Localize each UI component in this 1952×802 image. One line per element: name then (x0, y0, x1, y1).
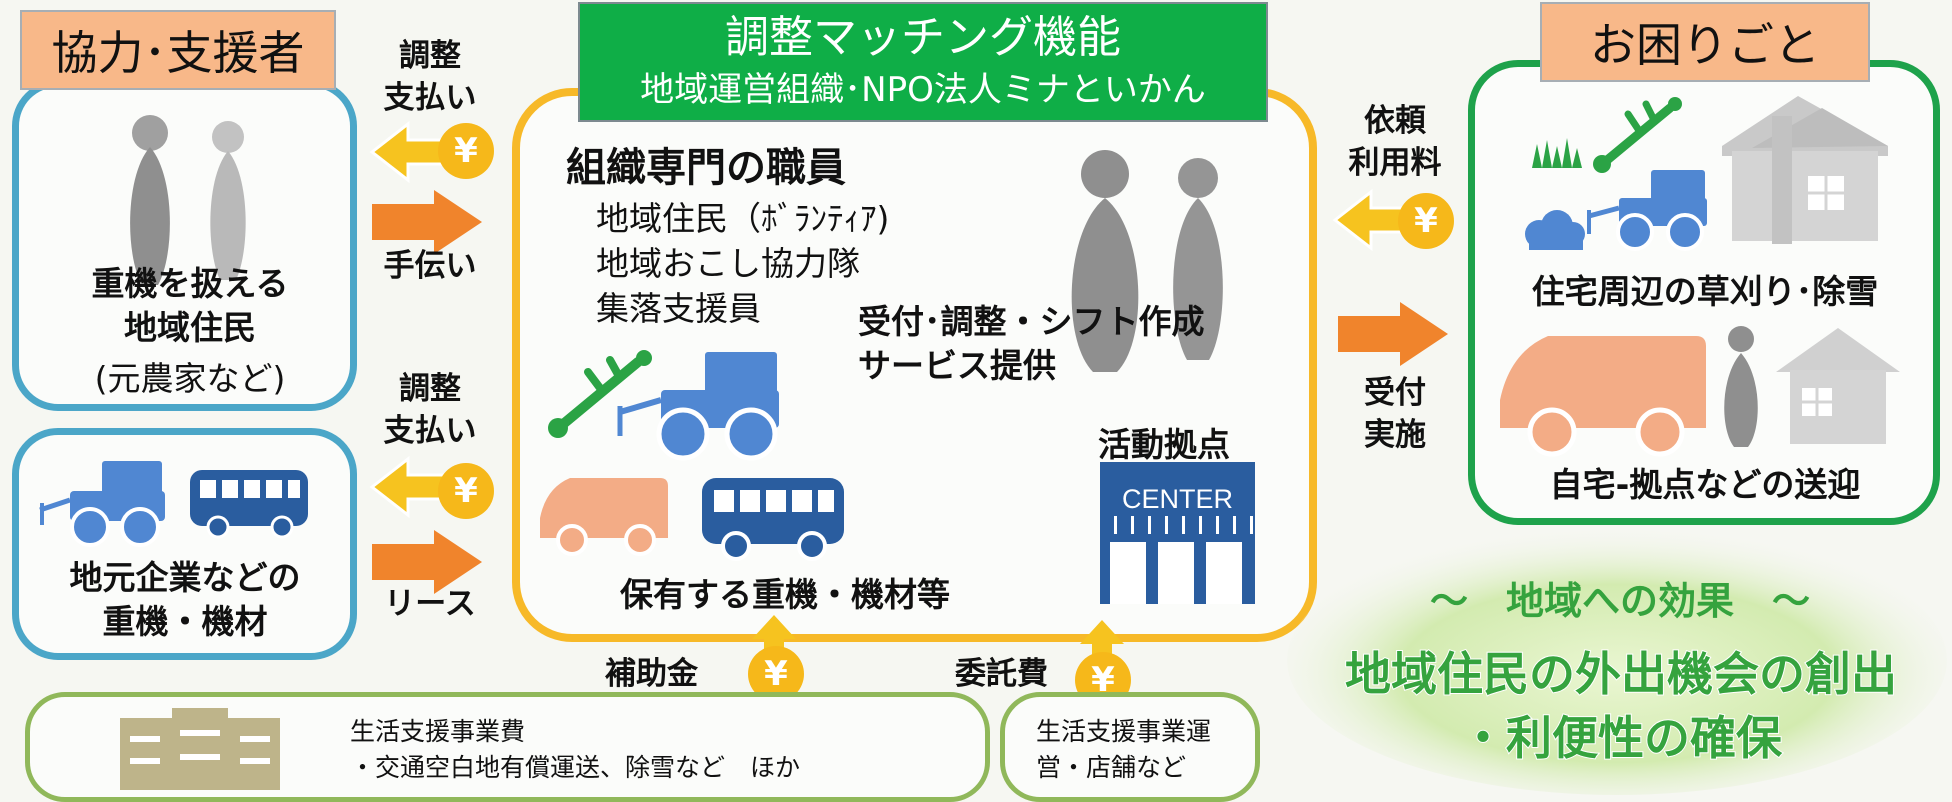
left-bottom-lease-label: リース (384, 586, 476, 622)
trouble-item-mowing: 住宅周辺の草刈り･除雪 (1531, 272, 1879, 311)
right-request-label: 依頼 (1364, 103, 1426, 139)
right-implement-label: 実施 (1364, 417, 1426, 453)
trouble-item-transport: 自宅-拠点などの送迎 (1549, 465, 1861, 504)
residents-line3: (元農家など) (94, 359, 286, 398)
left-top-help-label: 手伝い (383, 248, 477, 284)
left-bottom-payment-label: 支払い (383, 413, 477, 449)
matching-header-subtitle: 地域運営組織･NPO法人ミナといかん (640, 70, 1206, 110)
center-building-icon: CENTER (1100, 462, 1255, 604)
person-icon (1724, 326, 1758, 447)
bus-icon (190, 470, 308, 539)
base-label: 活動拠点 (1098, 425, 1230, 464)
commission-arrow-up (1080, 620, 1124, 670)
effect-glow (1287, 525, 1947, 795)
supporter-box-companies (12, 428, 357, 660)
funding-general-line1: 生活支援事業費 (350, 717, 526, 746)
tractor-icon (39, 461, 165, 547)
lease-arrow-right (372, 530, 482, 594)
yen-icon: ¥ (1398, 193, 1454, 249)
funding-store-line2: 営・店舗など (1036, 753, 1187, 782)
residents-line1: 重機を扱える (91, 264, 289, 303)
left-top-payment-label: 支払い (383, 80, 477, 116)
roles-line2: サービス提供 (858, 346, 1056, 385)
commission-label: 委託費 (955, 656, 1048, 692)
effect-line1: 地域住民の外出機会の創出 (1344, 646, 1898, 702)
left-bottom-adjust-label: 調整 (399, 371, 461, 407)
building-icon (120, 708, 280, 790)
tractor-icon (1587, 170, 1707, 251)
companies-line2: 重機・機材 (102, 602, 268, 641)
tractor-icon (617, 352, 779, 461)
troubles-title: お困りごと (1540, 2, 1870, 82)
yen-icon: ¥ (438, 463, 494, 519)
right-reception-label: 受付 (1364, 375, 1426, 411)
mower-icon (1593, 97, 1682, 173)
snow-pile-icon (1525, 210, 1585, 250)
subsidy-label: 補助金 (605, 656, 698, 692)
equipment-label: 保有する重機・機材等 (620, 575, 950, 614)
service-arrow-right (1338, 302, 1448, 366)
yen-icon: ¥ (438, 123, 494, 179)
bus-icon (702, 478, 844, 561)
left-top-adjust-label: 調整 (399, 38, 461, 74)
mower-icon (548, 350, 652, 438)
matching-header-title: 調整マッチング機能 (725, 12, 1121, 63)
house-icon (1776, 328, 1900, 444)
roles-line1: 受付･調整・シフト作成 (858, 302, 1205, 341)
effect-line2: ・利便性の確保 (1459, 710, 1783, 766)
subsidy-arrow-up (752, 615, 796, 665)
effect-title: ～ 地域への効果 ～ (1429, 579, 1810, 623)
matching-header: 調整マッチング機能 地域運営組織･NPO法人ミナといかん (578, 2, 1268, 122)
companies-line1: 地元企業などの (69, 558, 301, 597)
van-icon (1500, 336, 1706, 457)
staff-item: 地域おこし協力隊 (596, 244, 860, 283)
residents-line2: 地域住民 (124, 308, 256, 347)
help-arrow-right (372, 190, 482, 254)
staff-item: 集落支援員 (596, 289, 761, 328)
house-icon (1722, 96, 1888, 244)
staff-people-icon (1071, 150, 1223, 372)
supporters-title: 協力･支援者 (20, 10, 336, 90)
grass-icon (1532, 138, 1582, 168)
funding-store-line1: 生活支援事業運 (1036, 717, 1212, 746)
staff-item: 地域住民（ﾎﾞﾗﾝﾃｨｱ) (596, 199, 890, 238)
right-fee-label: 利用料 (1348, 145, 1442, 181)
residents-people-icon (130, 115, 246, 285)
van-icon (540, 478, 668, 556)
center-sign: CENTER (1100, 482, 1255, 516)
staff-title: 組織専門の職員 (566, 145, 846, 191)
funding-general-line2: ・交通空白地有償運送、除雪など ほか (350, 753, 801, 782)
